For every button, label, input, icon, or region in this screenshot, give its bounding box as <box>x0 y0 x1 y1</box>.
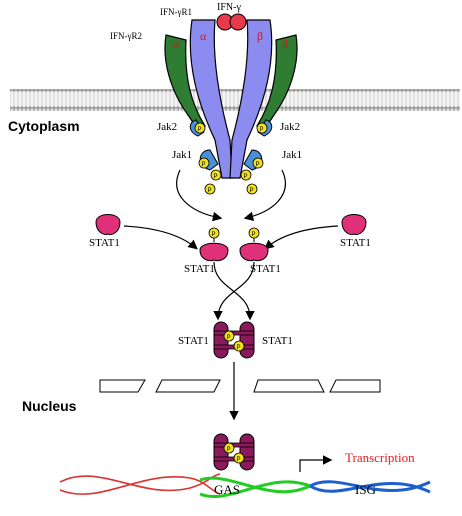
svg-text:P: P <box>208 188 212 194</box>
nucleus-label: Nucleus <box>22 398 77 414</box>
dna-gas-strand-b <box>199 480 311 498</box>
arrow-to-dimer-left <box>213 261 255 321</box>
arrow-receptor-to-stat-right <box>243 169 286 222</box>
phospho-group-r1-tail-left-1: P <box>210 169 222 181</box>
arrow-to-dimer-right <box>213 261 255 321</box>
beta-label-r1-right: β <box>257 29 263 43</box>
svg-text:P: P <box>237 345 241 351</box>
ifn-gamma-ligand <box>216 13 247 31</box>
jak1-left-label: Jak1 <box>172 149 192 161</box>
svg-text:P: P <box>202 162 206 168</box>
dna-gas-strand-a <box>199 476 311 494</box>
svg-text:P: P <box>212 232 216 238</box>
arrow-receptor-to-stat-left <box>176 169 223 222</box>
isg-label: ISG <box>355 482 376 497</box>
cytoplasm-label: Cytoplasm <box>8 118 80 134</box>
svg-text:P: P <box>256 162 260 168</box>
stat1-phospho-left: P <box>199 227 229 262</box>
svg-text:P: P <box>227 335 231 341</box>
jak1-right-label: Jak1 <box>282 149 302 161</box>
ifngr1-label: IFN-γR1 <box>160 7 192 17</box>
dna-strand-red-b <box>59 476 221 495</box>
stat1-monomer-right <box>341 214 367 235</box>
svg-text:P: P <box>252 232 256 238</box>
transcription-label: Transcription <box>345 450 415 465</box>
alpha-label-r2-left: α <box>173 37 180 51</box>
stat1-phospho-right: P <box>239 227 269 262</box>
gas-label: GAS <box>214 482 240 497</box>
stat1-right-label: STAT1 <box>340 237 371 249</box>
stat1-phospho-left-label: STAT1 <box>184 263 215 275</box>
jak2-right-label: Jak2 <box>280 121 300 133</box>
svg-text:P: P <box>214 174 218 180</box>
phospho-group-jak2-left: P <box>194 122 206 134</box>
ifn-gamma-label: IFN-γ <box>217 2 241 13</box>
alpha-label-r1-left: α <box>200 29 207 43</box>
stat1-left-label: STAT1 <box>89 237 120 249</box>
arrow-stat-right-to-receptor <box>264 225 339 250</box>
dna-isg-strand-b <box>309 482 431 494</box>
svg-text:P: P <box>250 188 254 194</box>
nuclear-envelope <box>99 379 381 393</box>
jak2-left-label: Jak2 <box>157 121 177 133</box>
transcription-arrow <box>299 455 333 472</box>
receptor-complex <box>164 19 298 179</box>
svg-text:P: P <box>237 457 241 463</box>
ifngr2-label: IFN-γR2 <box>110 31 142 41</box>
stat1-dimer-bound: P P <box>213 433 255 471</box>
stat1-dimer-right-label: STAT1 <box>262 335 293 347</box>
stat1-dimer: P P <box>213 321 255 359</box>
svg-text:P: P <box>260 127 264 133</box>
svg-text:P: P <box>244 174 248 180</box>
phospho-group-r1-tail-right-2: P <box>246 183 258 195</box>
dna-helix <box>59 473 431 498</box>
beta-label-r2-right: β <box>282 37 288 51</box>
stat1-monomer-left <box>95 214 121 235</box>
ifngr1-right-chain <box>229 19 273 179</box>
phospho-group-r1-tail-left-2: P <box>204 183 216 195</box>
phospho-group-jak2-right: P <box>256 122 268 134</box>
phospho-group-jak1-right: P <box>252 157 264 169</box>
cell-membrane <box>10 89 460 111</box>
svg-text:P: P <box>198 127 202 133</box>
phospho-group-r1-tail-right-1: P <box>240 169 252 181</box>
svg-text:P: P <box>227 447 231 453</box>
phospho-group-jak1-left: P <box>198 157 210 169</box>
stat1-phospho-right-label: STAT1 <box>250 263 281 275</box>
stat1-dimer-left-label: STAT1 <box>178 335 209 347</box>
arrow-stat-left-to-receptor <box>123 225 198 250</box>
